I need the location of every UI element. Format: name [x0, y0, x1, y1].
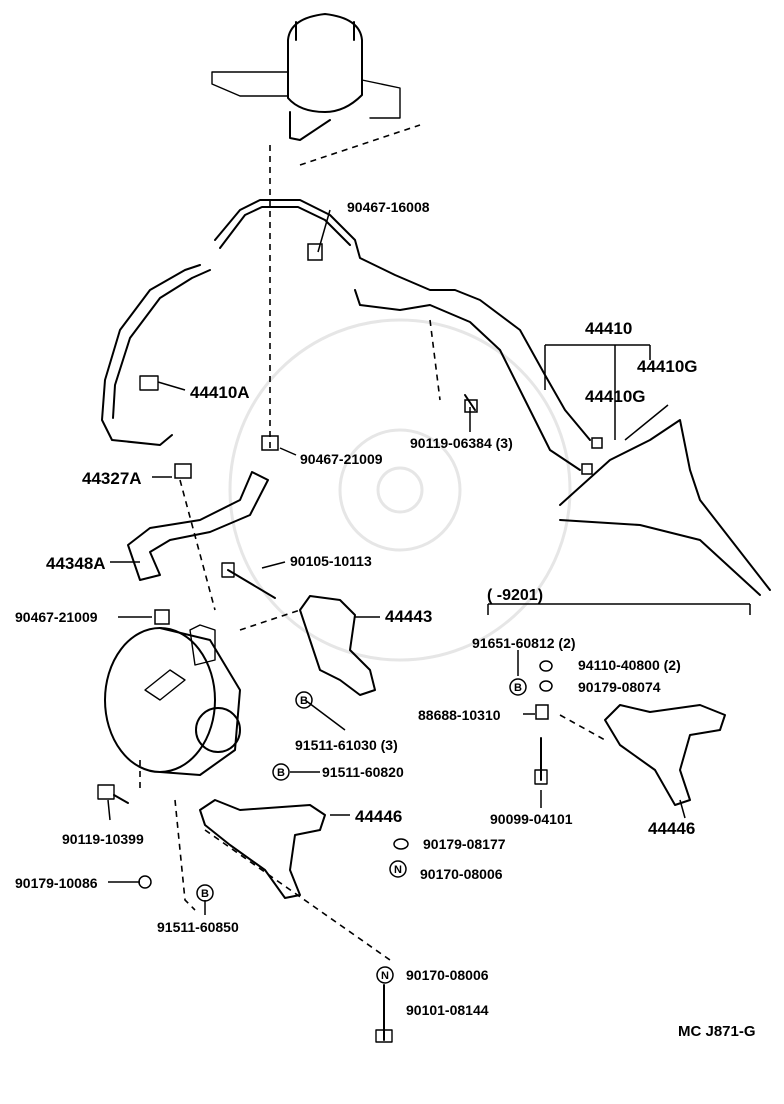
label-90467-21009-top: 90467-21009 — [300, 451, 383, 467]
callout-markers: B B B B N N — [196, 678, 527, 984]
label-90119-10399: 90119-10399 — [62, 831, 144, 847]
label-90105-10113: 90105-10113 — [290, 553, 372, 569]
label-44443: 44443 — [385, 607, 433, 626]
label-90101-08144: 90101-08144 — [406, 1002, 489, 1018]
label-90179-08074: 90179-08074 — [578, 679, 661, 695]
bracket-44446-main — [199, 799, 326, 899]
pressure-pipe — [101, 199, 591, 471]
label-90170-08006-a: 90170-08006 — [420, 866, 503, 882]
label-94110-40800: 94110-40800 (2) — [578, 657, 681, 673]
svg-text:B: B — [201, 888, 209, 900]
label-44446-main: 44446 — [355, 807, 403, 826]
label-90179-10086: 90179-10086 — [15, 875, 98, 891]
callout-b-91511-60820: B — [272, 763, 290, 781]
label-91511-61030: 91511-61030 (3) — [295, 737, 398, 753]
svg-text:N: N — [381, 970, 389, 982]
svg-text:B: B — [300, 695, 308, 707]
label-44446-alt: 44446 — [648, 819, 696, 838]
label-90119-06384: 90119-06384 (3) — [410, 435, 513, 451]
svg-text:B: B — [514, 682, 522, 694]
leader-lines — [107, 209, 751, 915]
label-44410: 44410 — [585, 319, 633, 338]
callout-b-91651-60812: B — [509, 678, 527, 696]
callout-b-91511-60850: B — [196, 884, 214, 902]
label-44410G-a: 44410G — [637, 357, 698, 376]
power-steering-pump — [104, 624, 241, 776]
label-44348A: 44348A — [46, 554, 106, 573]
diagram-code: MC J871-G — [678, 1023, 756, 1040]
callout-n-90170-08006-a: N — [389, 860, 407, 878]
bracket-44446-alt — [604, 704, 726, 806]
label-90099-04101: 90099-04101 — [490, 811, 573, 827]
label-date-range: ( -9201) — [487, 587, 544, 604]
watermark-emblem — [228, 318, 572, 662]
label-90467-21009-left: 90467-21009 — [15, 609, 98, 625]
label-90467-16008: 90467-16008 — [347, 199, 430, 215]
label-44410A: 44410A — [190, 383, 250, 402]
callout-b-91511-61030: B — [295, 691, 313, 709]
return-hose-44348A — [127, 471, 269, 581]
label-91511-60850: 91511-60850 — [157, 919, 239, 935]
fasteners — [97, 375, 548, 1043]
label-44327A: 44327A — [82, 469, 142, 488]
steering-rack — [559, 419, 771, 596]
label-44410G-b: 44410G — [585, 387, 646, 406]
reservoir-tank — [211, 13, 401, 141]
small-washers — [138, 243, 603, 889]
svg-text:N: N — [394, 864, 402, 876]
label-91651-60812: 91651-60812 (2) — [472, 635, 576, 651]
callout-n-90170-08006-b: N — [376, 966, 394, 984]
bracket-44443 — [299, 595, 376, 696]
label-91511-60820: 91511-60820 — [322, 764, 404, 780]
svg-text:B: B — [277, 767, 285, 779]
label-90179-08177: 90179-08177 — [423, 836, 506, 852]
assembly-lines — [139, 124, 606, 961]
label-88688-10310: 88688-10310 — [418, 707, 501, 723]
label-90170-08006-b: 90170-08006 — [406, 967, 489, 983]
